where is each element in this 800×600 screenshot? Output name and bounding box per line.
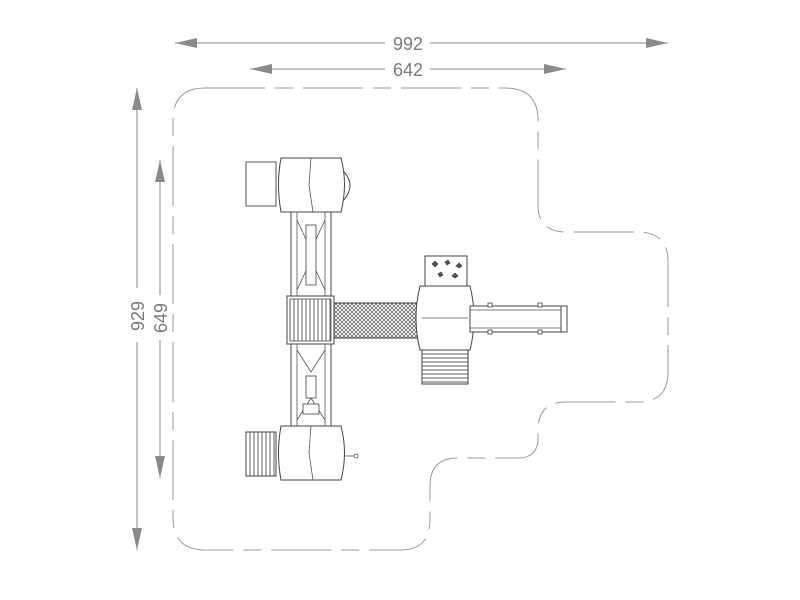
platform-depth-label: 649 <box>151 303 171 333</box>
overall-width-dimension: 992 <box>175 34 668 54</box>
overall-depth-dimension: 929 <box>128 88 148 550</box>
right-tower-ladder <box>421 349 469 385</box>
slide <box>469 302 568 335</box>
platform-width-label: 642 <box>393 60 423 80</box>
safety-zone-outline <box>172 87 669 551</box>
overall-depth-label: 929 <box>128 301 148 331</box>
net-bridge <box>333 302 419 339</box>
central-platform <box>286 295 335 345</box>
lower-walkway <box>290 343 332 427</box>
platform-width-dimension: 642 <box>250 60 566 80</box>
bottom-tower-steps <box>245 431 277 477</box>
top-tower-roof <box>278 157 345 213</box>
right-tower <box>415 255 475 385</box>
bottom-tower <box>245 425 359 481</box>
bottom-tower-roof <box>278 425 345 481</box>
top-tower <box>245 157 351 213</box>
overall-width-label: 992 <box>393 34 423 54</box>
climbing-wall <box>424 255 468 287</box>
platform-depth-dimension: 649 <box>151 160 171 478</box>
top-tower-steps <box>245 161 277 207</box>
upper-walkway <box>290 211 332 299</box>
